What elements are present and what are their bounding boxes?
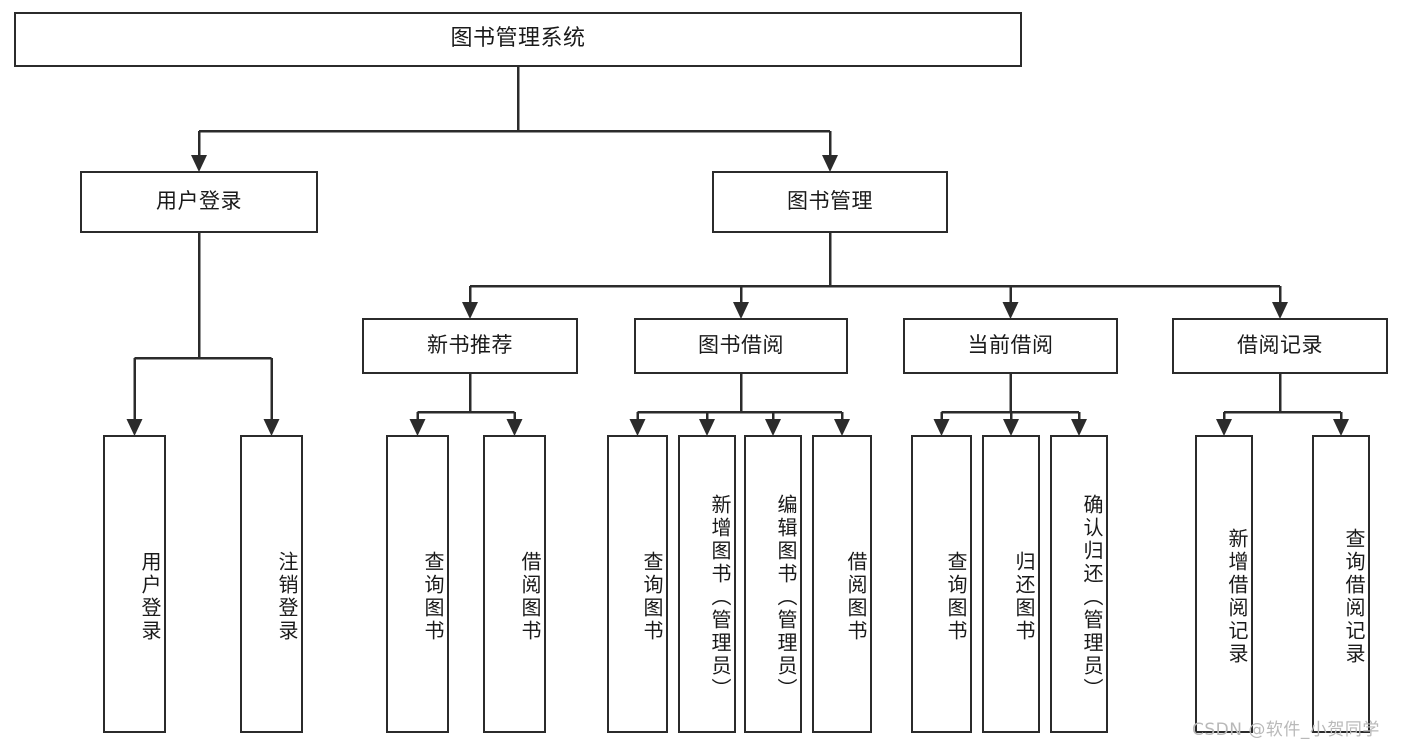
node-label: 图书借阅 <box>698 333 784 358</box>
node-leaf-12[interactable]: 新增借阅记录 <box>1195 435 1253 733</box>
node-leaf-7[interactable]: 编辑图书（管理员） <box>744 435 802 733</box>
arrowhead-icon <box>822 155 838 172</box>
node-leaf-11[interactable]: 确认归还（管理员） <box>1050 435 1108 733</box>
node-label: 查询图书 <box>944 551 968 643</box>
arrowhead-icon <box>1272 302 1288 319</box>
node-leaf-8[interactable]: 借阅图书 <box>812 435 872 733</box>
node-leaf-1[interactable]: 用户登录 <box>103 435 166 733</box>
node-label: 新增图书（管理员） <box>708 493 732 701</box>
node-label: 确认归还（管理员） <box>1080 493 1104 701</box>
arrowhead-icon <box>1003 419 1019 436</box>
node-label: 编辑图书（管理员） <box>774 493 798 701</box>
arrowhead-icon <box>834 419 850 436</box>
arrowhead-icon <box>1071 419 1087 436</box>
node-label: 注销登录 <box>275 551 299 643</box>
node-label: 借阅图书 <box>844 551 868 643</box>
node-records[interactable]: 借阅记录 <box>1172 318 1388 374</box>
node-root[interactable]: 图书管理系统 <box>14 12 1022 67</box>
node-label: 新增借阅记录 <box>1225 528 1249 666</box>
node-label: 借阅图书 <box>518 551 542 643</box>
arrowhead-icon <box>263 419 280 436</box>
arrowhead-icon <box>733 302 749 319</box>
node-leaf-13[interactable]: 查询借阅记录 <box>1312 435 1370 733</box>
node-label: 查询图书 <box>640 551 664 643</box>
arrowhead-icon <box>126 419 143 436</box>
arrowhead-icon <box>506 419 523 436</box>
node-label: 查询借阅记录 <box>1342 528 1366 666</box>
node-label: 归还图书 <box>1012 551 1036 643</box>
arrowhead-icon <box>191 155 207 172</box>
arrowhead-icon <box>1333 419 1349 436</box>
node-label: 图书管理 <box>787 189 873 214</box>
node-login[interactable]: 用户登录 <box>80 171 318 233</box>
arrowhead-icon <box>1216 419 1232 436</box>
node-label: 新书推荐 <box>427 333 513 358</box>
node-newbook[interactable]: 新书推荐 <box>362 318 578 374</box>
node-borrow[interactable]: 图书借阅 <box>634 318 848 374</box>
node-current[interactable]: 当前借阅 <box>903 318 1118 374</box>
node-label: 当前借阅 <box>967 333 1054 358</box>
node-label: 用户登录 <box>156 189 242 214</box>
arrowhead-icon <box>1002 302 1019 319</box>
arrowhead-icon <box>629 419 646 436</box>
csdn-watermark: CSDN @软件_小贺同学 <box>1192 720 1380 740</box>
node-bookmgmt[interactable]: 图书管理 <box>712 171 948 233</box>
arrowhead-icon <box>933 419 950 436</box>
node-leaf-3[interactable]: 查询图书 <box>386 435 449 733</box>
node-label: 查询图书 <box>421 551 445 643</box>
arrowhead-icon <box>699 419 715 436</box>
node-leaf-9[interactable]: 查询图书 <box>911 435 972 733</box>
node-leaf-2[interactable]: 注销登录 <box>240 435 303 733</box>
arrowhead-icon <box>765 419 781 436</box>
arrowhead-icon <box>462 302 478 319</box>
arrowhead-icon <box>409 419 426 436</box>
node-leaf-6[interactable]: 新增图书（管理员） <box>678 435 736 733</box>
node-leaf-10[interactable]: 归还图书 <box>982 435 1040 733</box>
node-label: 借阅记录 <box>1237 333 1323 358</box>
node-leaf-4[interactable]: 借阅图书 <box>483 435 546 733</box>
node-label: 图书管理系统 <box>450 26 586 52</box>
node-leaf-5[interactable]: 查询图书 <box>607 435 668 733</box>
node-label: 用户登录 <box>138 551 162 643</box>
